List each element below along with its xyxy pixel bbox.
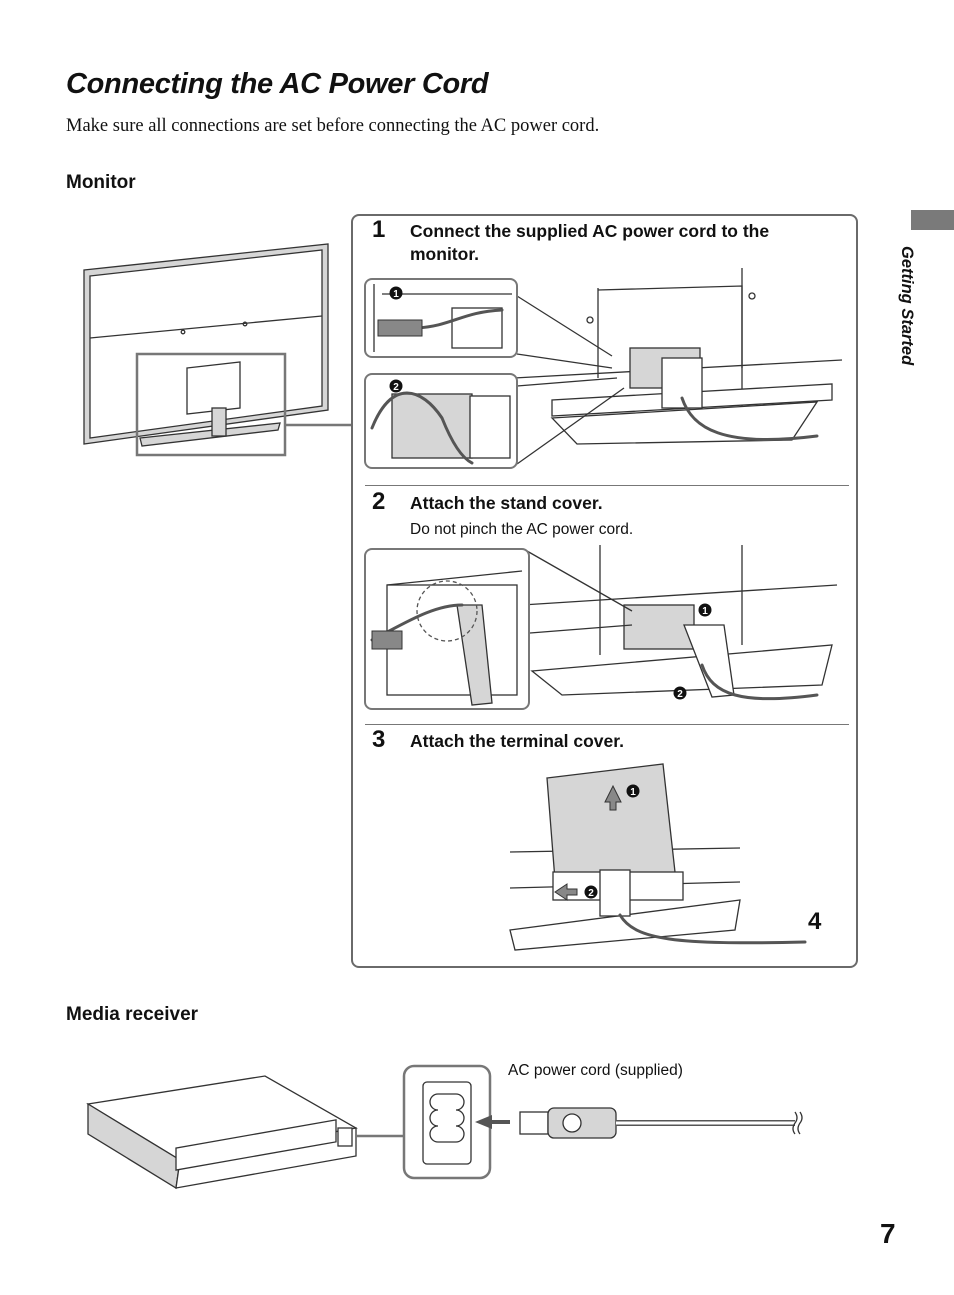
step-1-text: Connect the supplied AC power cord to th… [410, 221, 770, 264]
svg-text:1: 1 [702, 606, 708, 617]
step-1-illustration: 1 2 [364, 268, 843, 469]
step-2-illustration: 1 2 [364, 545, 838, 710]
page-title: Connecting the AC Power Cord [66, 68, 489, 100]
svg-text:1: 1 [630, 787, 636, 798]
page-number: 7 [880, 1218, 896, 1249]
step-2-number: 2 [372, 488, 386, 515]
monitor-steps-panel [351, 214, 858, 968]
step-3-text: Attach the terminal cover. [410, 731, 624, 751]
side-section-label: Getting Started [898, 246, 916, 366]
step-4-label: 4 [808, 908, 822, 935]
step-3-illustration: 1 2 [509, 763, 807, 951]
step-divider [365, 485, 849, 486]
media-receiver-illustration [86, 1064, 803, 1190]
media-receiver-heading: Media receiver [66, 1004, 199, 1025]
inset-1-callout-1: 1 [393, 289, 399, 300]
step-2-text: Attach the stand cover. [410, 493, 603, 513]
step-2-note: Do not pinch the AC power cord. [410, 521, 634, 538]
inset-2-callout-2: 2 [393, 382, 399, 393]
section-tab-marker [911, 210, 954, 230]
monitor-heading: Monitor [66, 172, 136, 193]
step-3-number: 3 [372, 726, 386, 753]
step-1-number: 1 [372, 216, 386, 243]
intro-text: Make sure all connections are set before… [66, 116, 600, 136]
monitor-rear-illustration [83, 243, 352, 457]
svg-text:2: 2 [677, 689, 683, 700]
step-divider [365, 724, 849, 725]
svg-text:2: 2 [588, 888, 594, 899]
ac-cord-caption: AC power cord (supplied) [508, 1062, 683, 1079]
